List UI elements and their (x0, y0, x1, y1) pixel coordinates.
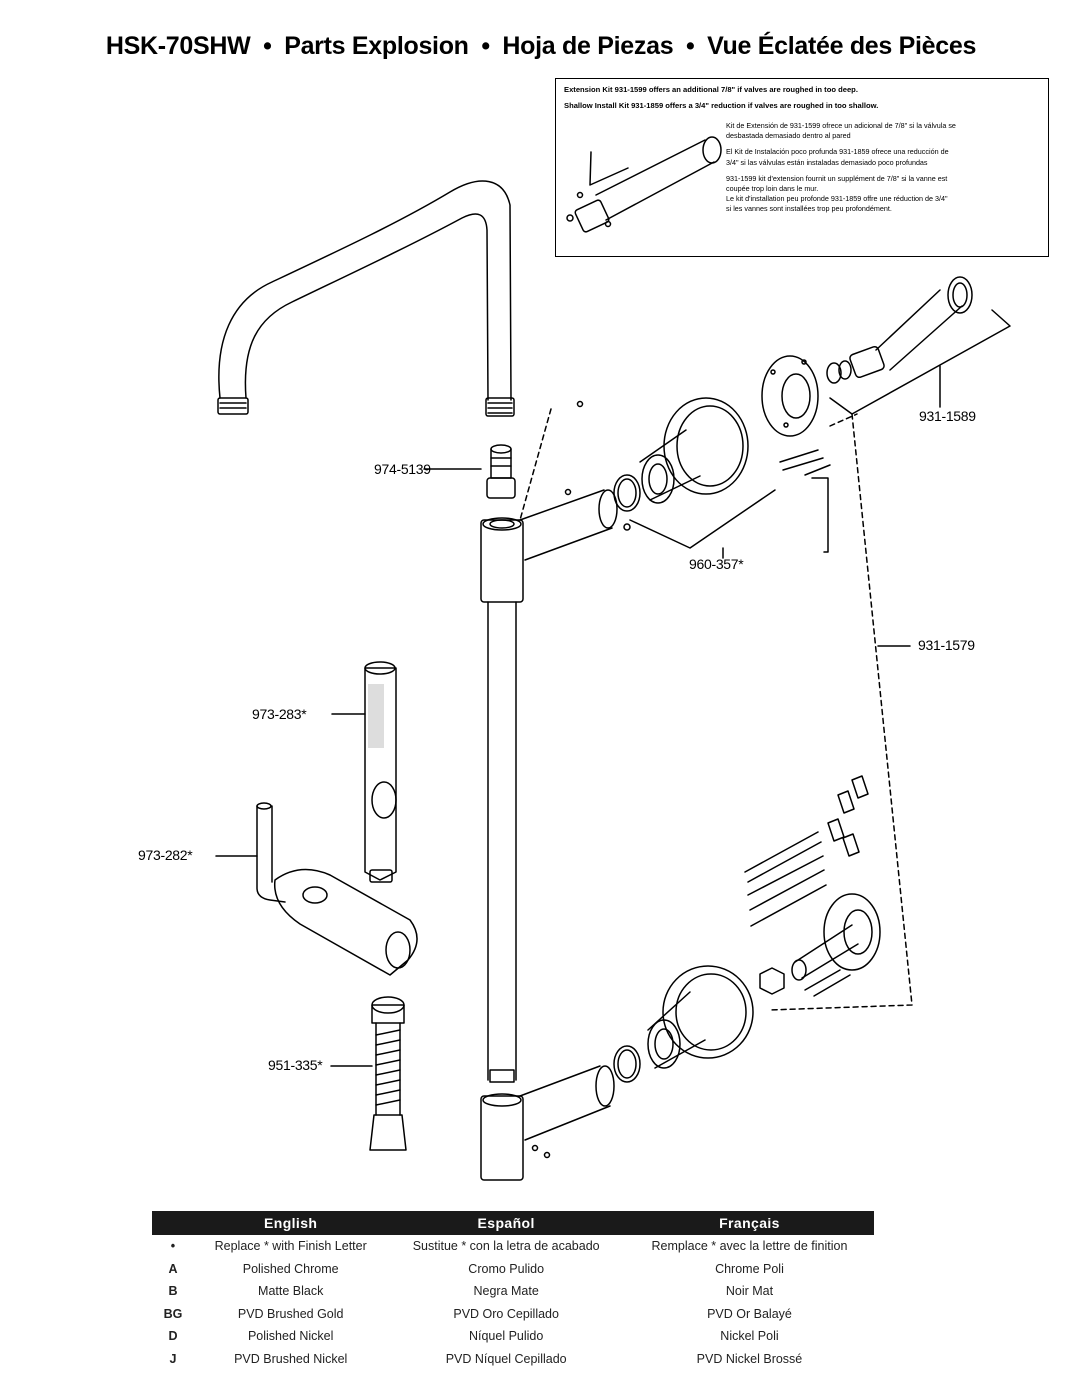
finish-english: PVD Brushed Nickel (234, 1351, 348, 1366)
part-label-931-1579: 931-1579 (918, 637, 975, 653)
finish-code: D (168, 1329, 178, 1344)
legend-header-code (152, 1211, 194, 1235)
note-translation-line: 3/4" si las válvulas están instaladas de… (726, 157, 928, 167)
finish-english: Polished Nickel (247, 1329, 334, 1344)
title-separator: • (685, 32, 695, 60)
finish-spanish: Negra Mate (473, 1284, 539, 1299)
bracket-960-357 (629, 489, 776, 549)
finish-english: Replace * with Finish Letter (214, 1239, 367, 1254)
part-label-973-282: 973-282* (138, 847, 193, 863)
title-separator: • (481, 32, 490, 60)
legend-header-spanish: Español (387, 1211, 625, 1235)
note-translation-line: desbastada demasiado dentro al pared (726, 131, 851, 141)
upper-wall-plate (761, 355, 858, 553)
riser-pipe (480, 517, 524, 1181)
note-translation-line: coupée trop loin dans le mur. (726, 184, 819, 194)
legend-row: • Replace * with Finish Letter Sustitue … (152, 1235, 874, 1258)
finish-french: Nickel Poli (720, 1329, 779, 1344)
shower-hose (330, 996, 407, 1151)
note-translation-line: Le kit d'installation peu profonde 931-1… (726, 194, 948, 204)
lower-escutcheon (613, 965, 754, 1083)
part-label-973-283: 973-283* (252, 706, 307, 722)
slide-holder (215, 802, 418, 976)
note-translation-line: si les vannes sont installées trop peu p… (726, 204, 892, 214)
part-label-951-335: 951-335* (268, 1057, 323, 1073)
install-kit-note: Extension Kit 931-1599 offers an additio… (555, 78, 1049, 257)
finish-french: Remplace * avec la lettre de finition (651, 1239, 848, 1254)
title-separator: • (263, 32, 272, 60)
wall-anchors (744, 775, 869, 927)
extension-kit (826, 276, 1011, 415)
legend-row: BG PVD Brushed Gold PVD Oro Cepillado PV… (152, 1303, 874, 1326)
finish-legend-table: English Español Français • Replace * wit… (152, 1211, 874, 1370)
note-translations: Kit de Extensión de 931-1599 ofrece un a… (726, 121, 1044, 215)
legend-header-english: English (194, 1211, 388, 1235)
note-translation-line: El Kit de Instalación poco profunda 931-… (726, 147, 949, 157)
note-shallow-kit: Shallow Install Kit 931-1859 offers a 3/… (564, 101, 879, 110)
part-label-974-5139: 974-5139 (374, 461, 431, 477)
legend-row: A Polished Chrome Cromo Pulido Chrome Po… (152, 1258, 874, 1281)
model-number: HSK-70SHW (105, 32, 251, 60)
title-english: Parts Explosion (284, 32, 469, 60)
gooseneck-spout (217, 180, 515, 417)
legend-row: J PVD Brushed Nickel PVD Níquel Cepillad… (152, 1348, 874, 1371)
finish-french: Chrome Poli (715, 1261, 784, 1276)
finish-spanish: PVD Níquel Cepillado (445, 1351, 567, 1366)
finish-spanish: PVD Oro Cepillado (453, 1306, 559, 1321)
part-label-931-1589: 931-1589 (919, 408, 976, 424)
hand-shower (331, 661, 397, 883)
note-translation-line: Kit de Extensión de 931-1599 ofrece un a… (726, 121, 956, 130)
finish-spanish: Níquel Pulido (468, 1329, 544, 1344)
finish-spanish: Sustitue * con la letra de acabado (412, 1239, 600, 1254)
finish-spanish: Cromo Pulido (468, 1261, 545, 1276)
finish-french: PVD Or Balayé (707, 1306, 792, 1321)
finish-code: A (168, 1261, 178, 1276)
finish-code: BG (163, 1306, 183, 1321)
finish-code: J (169, 1351, 177, 1366)
finish-english: PVD Brushed Gold (237, 1306, 344, 1321)
finish-french: Noir Mat (725, 1284, 774, 1299)
legend-row: D Polished Nickel Níquel Pulido Nickel P… (152, 1325, 874, 1348)
lower-wall-plate (759, 893, 881, 997)
note-translation-line: 931-1599 kit d'extension fournit un supp… (726, 173, 948, 183)
legend-row: B Matte Black Negra Mate Noir Mat (152, 1280, 874, 1303)
upper-arm (519, 400, 631, 561)
finish-english: Matte Black (258, 1284, 324, 1299)
legend-header-french: Français (624, 1211, 874, 1235)
upper-escutcheon (613, 397, 749, 512)
title-spanish: Hoja de Piezas (502, 32, 674, 60)
note-extension-kit: Extension Kit 931-1599 offers an additio… (564, 85, 858, 94)
lower-arm (519, 1065, 615, 1159)
part-label-960-357: 960-357* (689, 556, 744, 572)
note-inset-drawing (566, 136, 722, 233)
finish-code: • (170, 1239, 176, 1254)
title-french: Vue Éclatée des Pièces (707, 32, 977, 60)
finish-english: Polished Chrome (242, 1261, 339, 1276)
finish-french: PVD Nickel Brossé (696, 1351, 803, 1366)
finish-code: B (168, 1284, 178, 1299)
bracket-931-1579 (769, 413, 913, 1011)
adapter-part (423, 444, 516, 499)
legend-header-row: English Español Français (152, 1211, 874, 1235)
page-title: HSK-70SHW • Parts Explosion • Hoja de Pi… (0, 32, 1082, 61)
